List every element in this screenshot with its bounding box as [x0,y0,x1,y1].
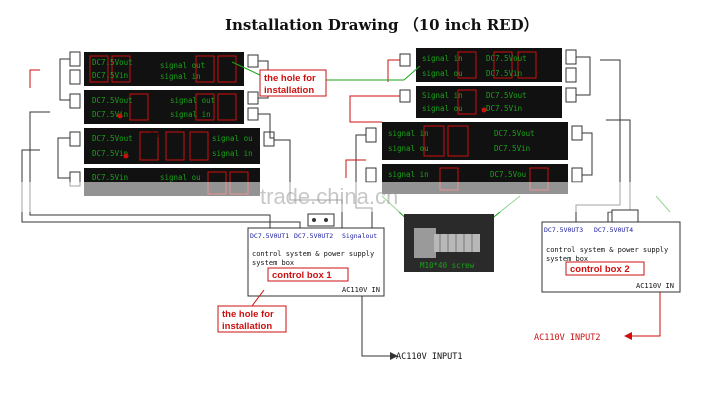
box-desc: system box [546,255,588,263]
module-7: Signal in signal ou DC7.5Vout DC7.5Vin 7… [399,86,577,118]
module-6: signal in signal ou DC7.5Vout DC7.5Vin 6… [365,122,583,160]
control-box-label: control box 1 [272,270,332,281]
module-number: 6# [478,125,487,134]
module-3: DC7.5Vout DC7.5Vin signal out signal in … [69,90,259,124]
module-number: 5# [476,165,485,174]
callout-hole-bottom: the hole for installation [217,289,287,333]
module-label: DC7.5Vout [486,91,527,100]
screw-label: M10*40 screw [420,261,475,270]
module-label: signal ou [212,134,253,143]
module-panel [416,86,562,118]
svg-text:AC110V INPUT2: AC110V INPUT2 [534,333,601,343]
right-module-stack: signal in signal ou DC7.5Vout DC7.5Vin 8… [365,48,583,194]
module-panel [84,52,244,86]
module-label: DC7.5Vout [486,54,527,63]
module-label: signal ou [422,69,463,78]
box-desc: control system & power supply [252,250,374,258]
module-number: 4# [150,53,159,62]
module-label: signal out [170,96,215,105]
module-2: DC7.5Vout DC7.5Vin signal ou signal in 2… [69,128,275,164]
module-label: DC7.5Vout [92,134,133,143]
ac-input-1: AC110V INPUT1 [361,296,463,362]
module-panel [84,90,244,124]
module-panel [382,122,568,160]
module-panel [416,48,562,82]
wiring-right-red [345,59,400,178]
module-label: DC7.5Vin [486,104,522,113]
module-label: signal in [160,72,201,81]
module-number: 2# [150,131,159,140]
module-label: DC7.5Vout [494,129,535,138]
control-box-2: DC7.5V0UT3 DC7.5V0UT4 control system & p… [541,209,681,293]
module-label: DC7.5Vin [92,71,128,80]
module-number: 3# [150,92,159,101]
control-box-frame [247,227,385,297]
module-number: 8# [476,50,485,59]
module-label: signal in [388,129,429,138]
module-label: DC7.5Vin [92,173,128,182]
module-label: signal in [388,170,429,179]
svg-text:the hole for: the hole for [222,309,274,320]
module-label: DC7.5Vout [92,58,133,67]
callout-hole-top: the hole for installation [259,69,327,97]
module-4: DC7.5Vout DC7.5Vin signal out signal in … [69,51,259,86]
module-label: signal ou [160,173,201,182]
screw-photo: M10*40 screw [404,214,494,272]
module-label: signal ou [388,144,429,153]
module-label: signal out [160,61,205,70]
module-8: signal in signal ou DC7.5Vout DC7.5Vin 8… [399,48,577,83]
watermark-text: trade.china.cn [260,184,398,209]
left-module-stack: DC7.5Vout DC7.5Vin signal out signal in … [69,51,275,196]
module-label: DC7.5Vin [92,149,128,158]
wiring-left-red [29,69,40,88]
svg-text:the hole for: the hole for [264,73,316,84]
ac-in-label: AC110V IN [636,282,674,290]
box-desc: system box [252,259,294,267]
module-label: signal in [212,149,253,158]
box-port: DC7.5V0UT4 [594,226,633,234]
box-port: DC7.5V0UT2 [294,232,333,240]
module-number: 1# [150,169,159,178]
ac-in-label: AC110V IN [342,286,380,294]
svg-text:installation: installation [264,85,314,96]
module-panel [84,128,260,164]
module-label: DC7.5Vou [490,170,526,179]
module-label: signal ou [422,104,463,113]
control-box-1: DC7.5V0UT1 DC7.5V0UT2 Signalout control … [247,213,385,297]
control-box-frame [541,221,681,293]
module-label: DC7.5Vin [92,110,128,119]
box-port: DC7.5V0UT1 [250,232,289,240]
ac-input-2: AC110V INPUT2 [534,292,661,343]
module-label: DC7.5Vin [494,144,530,153]
box-desc: control system & power supply [546,246,668,254]
module-label: DC7.5Vout [92,96,133,105]
watermark-band [0,182,702,212]
module-label: signal in [422,54,463,63]
module-number: 7# [476,87,485,96]
module-label: Signal in [422,91,463,100]
svg-text:AC110V INPUT1: AC110V INPUT1 [396,352,463,362]
svg-text:installation: installation [222,321,272,332]
control-box-label: control box 2 [570,264,630,275]
box-port: Signalout [342,232,377,240]
module-label: signal in [170,110,211,119]
diagram-title: Installation Drawing （10 inch RED） [225,16,539,34]
box-port: DC7.5V0UT3 [544,226,583,234]
module-label: DC7.5Vin [486,69,522,78]
